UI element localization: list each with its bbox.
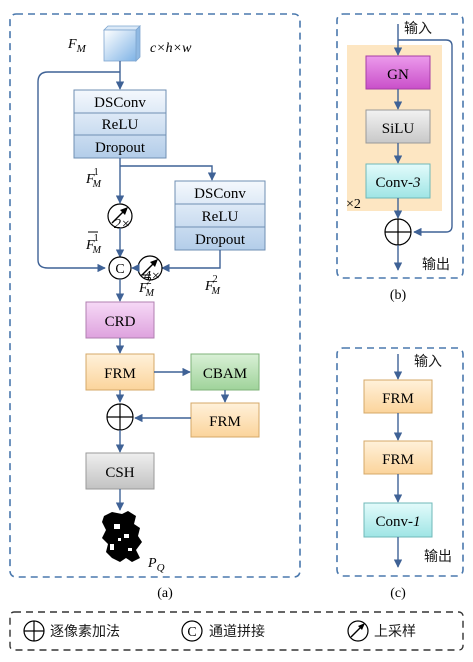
arrow-block1-to-block2 [120, 165, 217, 181]
crd-block: CRD [85, 301, 155, 339]
add-node [106, 403, 134, 431]
panel-c-border [336, 347, 464, 577]
gn-block: GN [365, 55, 431, 90]
panel-b-input-label: 输入 [404, 21, 432, 37]
block1-dsconv-label: DSConv [94, 95, 146, 111]
panel-b-output-label: 输出 [422, 257, 450, 273]
conv3-label: Conv-3 [376, 175, 421, 191]
frm-block-2: FRM [190, 402, 260, 438]
csh-label: CSH [105, 465, 134, 481]
panel-c-frm2-label: FRM [382, 452, 414, 468]
input-dims: c×h×w [150, 41, 192, 56]
cbam-block: CBAM [190, 353, 260, 391]
dsconv-block-2: DSConv ReLU Dropout [174, 180, 266, 251]
caption-a: (a) [157, 586, 173, 601]
panel-a-border [9, 13, 301, 578]
gn-label: GN [387, 67, 409, 83]
arrow-b-residual [398, 39, 453, 237]
conv3-block: Conv-3 [365, 163, 431, 199]
silu-label: SiLU [382, 121, 415, 137]
frm1-label: FRM [104, 366, 136, 382]
caption-c: (c) [390, 586, 406, 601]
legend-upsample-icon [347, 620, 369, 642]
upsample-2x-icon [107, 203, 133, 229]
frm-block-1: FRM [85, 353, 155, 391]
panel-b-add-node [384, 218, 412, 246]
up2-label: 2× [114, 217, 130, 232]
block2-dsconv-label: DSConv [194, 186, 246, 202]
output-label: PQ [147, 556, 165, 574]
block1-relu-label: ReLU [102, 117, 139, 133]
panel-c-output-label: 输出 [424, 549, 452, 565]
legend-upsample-label: 上采样 [374, 624, 416, 640]
csh-block: CSH [85, 452, 155, 490]
repeat-label: ×2 [346, 197, 361, 212]
block2-dropout-label: Dropout [195, 232, 246, 248]
panel-c-input-label: 输入 [414, 354, 442, 370]
cbam-label: CBAM [203, 366, 247, 382]
conv1-label: Conv-1 [376, 514, 421, 530]
input-feature-cube [103, 25, 141, 62]
crd-label: CRD [105, 314, 136, 330]
caption-b: (b) [390, 288, 407, 303]
legend-concat-label: 通道拼接 [209, 623, 265, 640]
legend-concat-symbol: C [187, 625, 196, 640]
concat-node: C [108, 256, 132, 280]
legend-add-icon [23, 620, 45, 642]
frm2-label: FRM [209, 414, 241, 430]
block2-relu-label: ReLU [202, 209, 239, 225]
legend-add-label: 逐像素加法 [50, 624, 120, 640]
panel-c-frm1-label: FRM [382, 391, 414, 407]
block1-dropout-label: Dropout [95, 140, 146, 156]
up4-label: 4× [144, 269, 160, 284]
legend-concat-icon: C [181, 620, 203, 642]
conv1-block: Conv-1 [363, 502, 433, 538]
dsconv-block-1: DSConv ReLU Dropout [73, 89, 167, 159]
input-label: FM [67, 37, 87, 55]
legend-border [9, 611, 464, 651]
panel-c-frm-block-2: FRM [363, 440, 433, 475]
arrow-skip-concat [37, 71, 120, 273]
arrow-block2-to-up4 [161, 250, 221, 273]
output-mask-image [102, 511, 142, 562]
silu-block: SiLU [365, 109, 431, 144]
panel-c-frm-block-1: FRM [363, 379, 433, 414]
upsample-4x-icon [137, 255, 163, 281]
concat-symbol: C [115, 262, 124, 277]
